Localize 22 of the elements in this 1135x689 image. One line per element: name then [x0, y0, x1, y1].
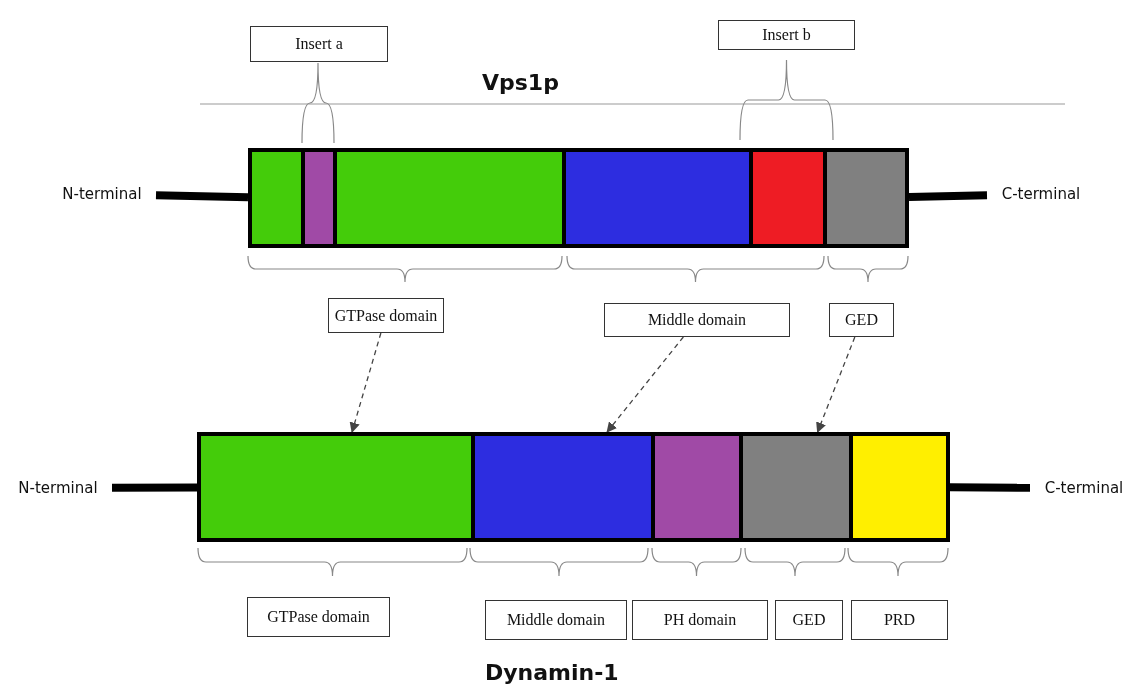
domain-label: Insert a [250, 26, 388, 62]
domain-label: GED [775, 600, 843, 640]
domain-label: GTPase domain [247, 597, 390, 637]
arrow [349, 332, 382, 433]
domain-label: GED [829, 303, 894, 337]
arrow [816, 336, 856, 433]
arrow [606, 336, 684, 433]
protein-name: Vps1p [482, 70, 559, 95]
domain-label: GTPase domain [328, 298, 444, 333]
terminal-label: C-terminal [987, 183, 1095, 205]
domain-label: PRD [851, 600, 948, 640]
terminal-line [908, 191, 988, 201]
protein-name: Dynamin-1 [485, 660, 619, 685]
domain-label: Middle domain [604, 303, 790, 337]
terminal-line [949, 483, 1031, 492]
terminal-label: N-terminal [48, 183, 156, 205]
terminal-label: C-terminal [1030, 477, 1135, 499]
terminal-line [155, 191, 249, 202]
domain-label: Middle domain [485, 600, 627, 640]
domain-label: Insert b [718, 20, 855, 50]
terminal-label: N-terminal [4, 477, 112, 499]
domain-label: PH domain [632, 600, 768, 640]
